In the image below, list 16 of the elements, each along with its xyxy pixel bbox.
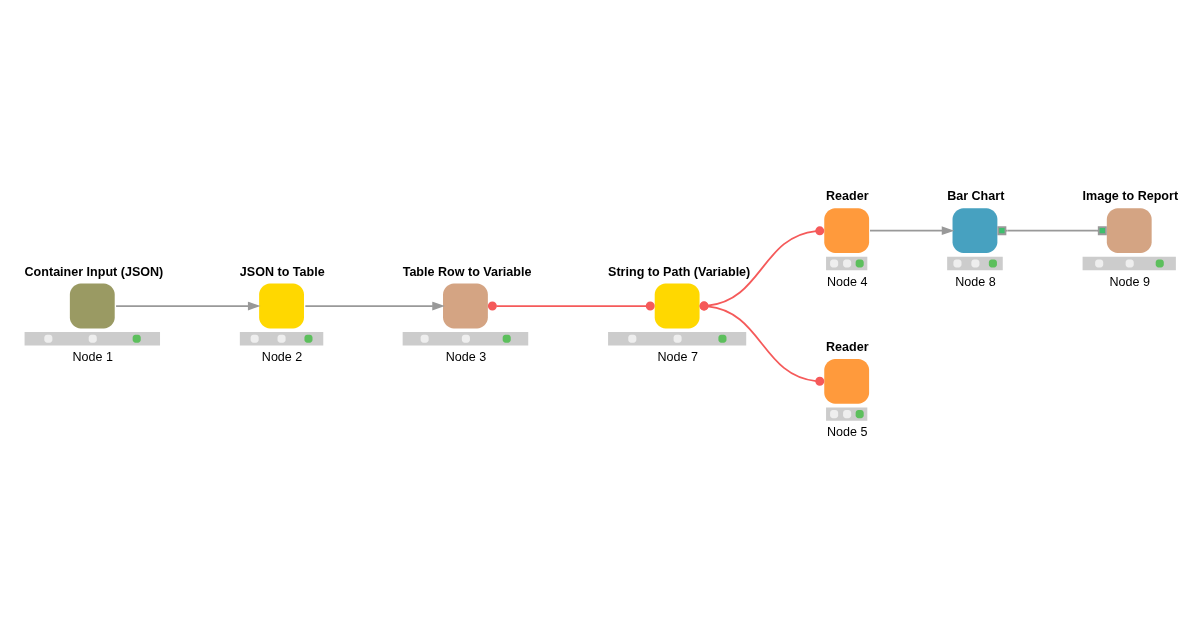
node-label: JSON to Table [239,264,325,279]
node-label: Node 5 [826,425,868,440]
node-label: Node 2 [261,349,303,364]
node-label: Node 4 [826,274,868,289]
node-label: Node 7 [657,349,698,364]
node-label: Node 9 [1109,274,1150,289]
node-label: Reader [826,340,869,355]
node-label: Reader [826,189,869,204]
node-label: Node 8 [955,274,996,289]
node-label: Image to Report [1082,189,1179,204]
node-label: Container Input (JSON) [24,264,164,279]
node-label: Node 1 [72,349,114,364]
node-label: String to Path (Variable) [608,264,751,279]
node-label: Table Row to Variable [402,264,532,279]
node-label: Bar Chart [947,189,1005,204]
node-label: Node 3 [445,349,487,364]
